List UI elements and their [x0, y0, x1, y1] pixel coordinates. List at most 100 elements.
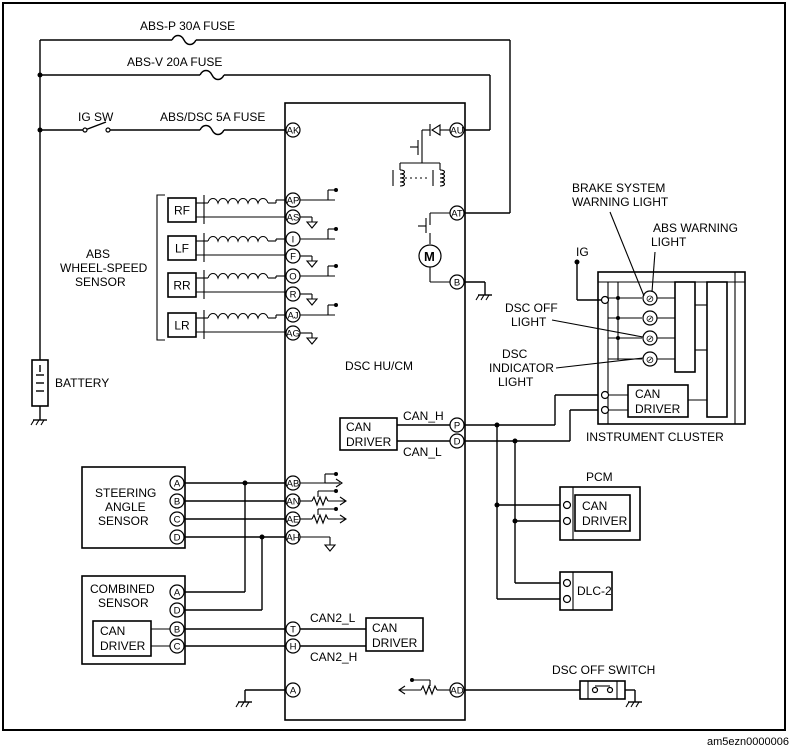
svg-text:R: R [290, 290, 297, 301]
svg-text:⊘: ⊘ [646, 314, 654, 325]
wss-bracket [156, 194, 165, 341]
ground-a [235, 689, 286, 708]
svg-text:D: D [454, 437, 461, 448]
svg-text:CAN: CAN [346, 420, 371, 434]
power-wiring [37, 34, 511, 360]
svg-text:B: B [174, 497, 180, 508]
svg-text:O: O [289, 272, 296, 283]
dsc-pin-as: AS [285, 209, 301, 225]
dsc-off-switch-label: DSC OFF SWITCH [552, 663, 655, 677]
svg-text:AK: AK [287, 126, 300, 137]
abs-light-label-2: LIGHT [651, 235, 687, 249]
dsc-pin-ah: AH [285, 529, 301, 545]
svg-text:A: A [174, 588, 181, 599]
can2-h-label: CAN2_H [310, 650, 357, 664]
sensor-lr: LR [167, 310, 286, 339]
svg-text:AJ: AJ [287, 311, 298, 322]
can2-driver-label-2: DRIVER [372, 636, 418, 650]
brake-light-label-1: BRAKE SYSTEM [572, 181, 665, 195]
dsc-internal-circuit [392, 124, 455, 283]
dsc-pin-f: F [285, 248, 301, 264]
svg-text:DRIVER: DRIVER [582, 514, 628, 528]
combined-label-1: COMBINED [90, 582, 155, 596]
svg-text:F: F [290, 252, 296, 263]
ig-label: IG [576, 245, 589, 259]
svg-text:D: D [174, 606, 181, 617]
ig-sw-label: IG SW [78, 110, 114, 124]
wheel-sensor-internal-wiring [300, 188, 338, 345]
dsc-pin-t: T [285, 621, 301, 637]
abs-wss-label-3: SENSOR [75, 275, 126, 289]
dsc-pin-i: I [285, 231, 301, 247]
sensor-rr: RR [167, 270, 286, 299]
svg-text:CAN: CAN [635, 387, 660, 401]
svg-text:AG: AG [286, 329, 300, 340]
svg-text:⊘: ⊘ [646, 294, 654, 305]
dsc-pin-ap: AP [285, 192, 301, 208]
dsc-indicator-label-1: DSC [502, 347, 528, 361]
svg-text:A: A [174, 479, 181, 490]
pcm-label: PCM [586, 470, 613, 484]
sensor-rf: RF [167, 195, 286, 224]
svg-text:DRIVER: DRIVER [635, 402, 681, 416]
svg-text:C: C [174, 642, 181, 653]
svg-text:AN: AN [286, 497, 299, 508]
svg-text:AD: AD [450, 686, 463, 697]
dsc-pin-at: AT [449, 205, 465, 221]
dsc-pin-o: O [285, 268, 301, 284]
combined-label-2: SENSOR [98, 596, 149, 610]
dsc-pin-au: AU [449, 122, 465, 138]
svg-text:AT: AT [451, 209, 463, 220]
instrument-cluster: ⊘ ⊘ ⊘ ⊘ CAN DRIVER [574, 259, 746, 425]
pcm-module: CAN DRIVER [559, 486, 641, 541]
svg-text:C: C [174, 515, 181, 526]
brake-light-label-2: WARNING LIGHT [572, 195, 669, 209]
sensor-lf: LF [167, 233, 286, 262]
steering-label-3: SENSOR [98, 514, 149, 528]
dsc-pin-r: R [285, 286, 301, 302]
svg-text:⊘: ⊘ [646, 334, 654, 345]
diagram-frame [2, 2, 786, 731]
dsc-pin-d: D [449, 433, 465, 449]
battery-label: BATTERY [55, 376, 109, 390]
svg-text:AU: AU [450, 126, 463, 137]
svg-text:P: P [454, 421, 460, 432]
abs-light-label-1: ABS WARNING [653, 221, 738, 235]
svg-text:LF: LF [175, 242, 189, 256]
absdsc-fuse-label: ABS/DSC 5A FUSE [160, 110, 265, 124]
dsc-pin-ae: AE [285, 511, 301, 527]
svg-text:CAN: CAN [582, 499, 607, 513]
dsc-off-switch [464, 680, 642, 708]
svg-text:H: H [290, 642, 297, 653]
dsc-hucm-label: DSC HU/CM [345, 359, 413, 373]
can-bus-wiring [464, 394, 605, 600]
absv-fuse-label: ABS-V 20A FUSE [127, 55, 222, 69]
dsc-pin-p: P [449, 417, 465, 433]
dsc-pin-b: B [449, 274, 465, 290]
dsc-pin-ak: AK [285, 122, 301, 138]
dlc2-label: DLC-2 [577, 584, 612, 598]
motor-symbol: M [424, 249, 435, 264]
dsc-can-driver: CAN DRIVER [339, 417, 450, 451]
can-h-label: CAN_H [403, 409, 444, 423]
steering-wiring [184, 480, 286, 611]
dsc-pin-aj: AJ [285, 307, 301, 323]
svg-text:I: I [292, 235, 295, 246]
dsc-pin-a: A [285, 682, 301, 698]
dsc-off-light-label-1: DSC OFF [505, 301, 558, 315]
ad-internal-circuit [398, 678, 450, 696]
dsc-hucm-box [284, 102, 466, 721]
svg-text:B: B [454, 278, 460, 289]
dlc2-connector [559, 571, 613, 611]
steering-label-2: ANGLE [105, 500, 146, 514]
steering-angle-sensor: A B C D [81, 466, 186, 549]
reference-code: am5ezn0000006 [707, 736, 789, 748]
battery-symbol [30, 359, 49, 426]
dsc-off-light-label-2: LIGHT [511, 315, 547, 329]
dsc-pin-ad: AD [449, 682, 465, 698]
svg-text:LR: LR [174, 319, 190, 333]
dsc-pin-an: AN [285, 493, 301, 509]
absp-fuse-label: ABS-P 30A FUSE [140, 19, 235, 33]
can2-wiring [184, 617, 424, 652]
svg-text:AP: AP [287, 196, 300, 207]
